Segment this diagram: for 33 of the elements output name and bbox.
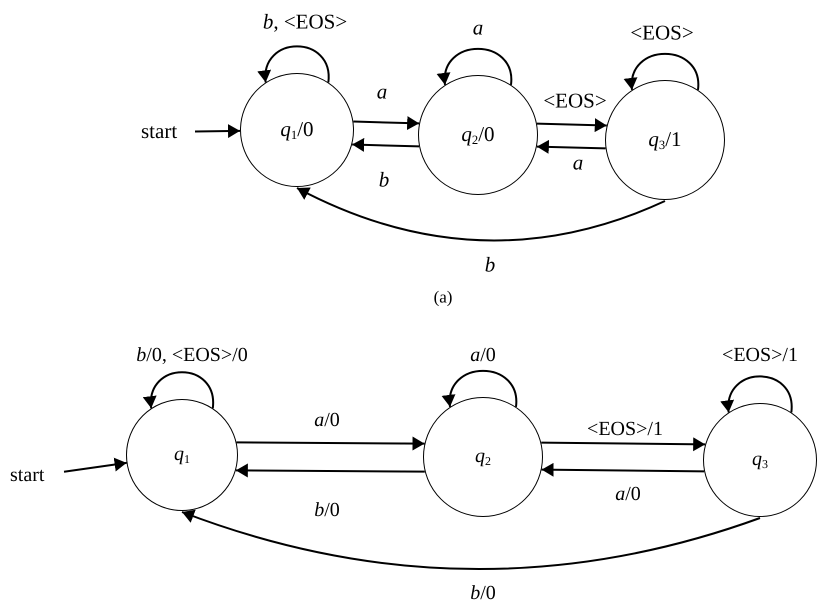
arrow [625, 52, 699, 90]
state-label: q$_{3}$ [752, 448, 768, 472]
state-label: q$_{1}$ [174, 443, 190, 467]
state-circle [423, 397, 543, 517]
arrow [541, 437, 706, 452]
arrow [352, 138, 420, 152]
state-circle [240, 73, 354, 187]
arrow [722, 376, 792, 412]
arrow [542, 462, 704, 477]
state-circle [126, 399, 238, 511]
panel-label: (a) [432, 288, 454, 308]
arrow [236, 463, 425, 478]
state-circle [418, 75, 538, 195]
arrow [182, 509, 760, 570]
arrow [258, 46, 330, 82]
arrow [64, 458, 127, 473]
arrow [144, 371, 214, 408]
state-label: q$_{3}$/1 [648, 126, 682, 154]
arrow [438, 48, 512, 85]
arrow [296, 187, 666, 242]
edge-label: b/0, <EOS>/0 [134, 344, 250, 366]
arrow [236, 436, 425, 451]
state-label: q$_{2}$ [475, 445, 491, 469]
state-label: q$_{1}$/0 [280, 116, 314, 144]
arrow [353, 116, 420, 130]
arrow [194, 124, 240, 138]
arrow [536, 118, 607, 132]
state-label: q$_{2}$/0 [461, 122, 495, 148]
start-label: start [10, 464, 44, 486]
arrow [536, 140, 606, 154]
arrow [443, 370, 517, 407]
state-circle [703, 403, 817, 517]
start-label: start [141, 120, 178, 144]
